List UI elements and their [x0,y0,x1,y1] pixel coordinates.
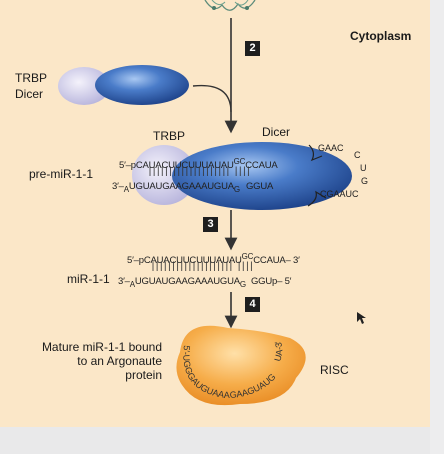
trbp-protein-1 [58,67,110,105]
dicer-protein-1 [95,65,189,105]
dicer-protein-2 [172,142,352,210]
mirna-basepair-lines: |||||||||||||||||||| |||| [150,262,254,273]
argonaute-protein [176,325,306,406]
loop-bottom-seq: CGAAUC [320,189,359,199]
mirna-top-strand: 5′–pCAUACUUCUUUAUAUGCCCAUA– 3′ [127,252,300,267]
right-margin [430,0,444,454]
risc-description: Mature miR-1-1 bound to an Argonaute pro… [41,340,162,382]
membrane-pore-icon [204,0,256,11]
cursor-icon [357,312,366,324]
mirna-label: miR-1-1 [67,272,110,286]
loop-c: C [354,150,361,160]
bottom-margin [0,427,430,454]
step-2-badge: 2 [245,41,260,56]
step-4-badge: 4 [245,297,260,312]
dicer-cut-icon [307,144,327,207]
risc-strand-end: UA-3′ [272,339,284,362]
dicer-label-2: Dicer [262,125,291,139]
step-3-badge: 3 [203,217,218,232]
pre-mirna-top-strand: 5′–pCAUACUUCUUUAUAUGCCCAUA [119,157,278,172]
loop-u: U [360,163,367,173]
recruit-arrow [192,84,232,113]
loop-g: G [361,176,369,186]
dicer-label-1: Dicer [15,87,44,101]
risc-label: RISC [320,363,349,377]
trbp-label-2: TRBP [153,129,186,143]
trbp-label-1: TRBP [15,71,48,85]
cytoplasm-label: Cytoplasm [350,29,412,43]
pre-mirna-basepair-lines: |||||||||||||||||||| |||| [147,167,251,178]
pre-mirna-label: pre-miR-1-1 [29,167,94,181]
loop-top-seq: GAAC [318,143,344,153]
